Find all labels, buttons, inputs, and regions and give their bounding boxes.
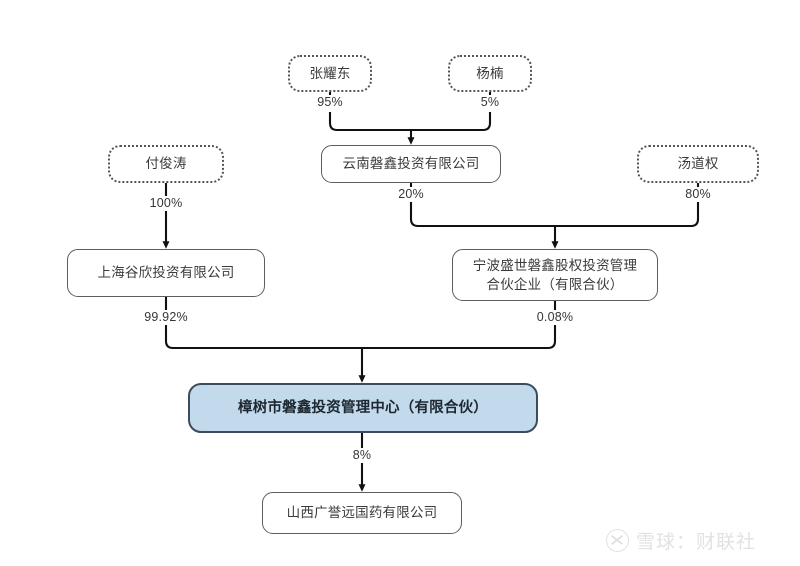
node-label: 樟树市磐鑫投资管理中心（有限合伙） xyxy=(238,399,488,416)
xueqiu-logo-icon xyxy=(606,529,629,552)
node-label: 山西广誉远国药有限公司 xyxy=(286,505,438,521)
node-yunnan-panxin[interactable]: 云南磐鑫投资有限公司 xyxy=(321,145,501,183)
node-label: 汤道权 xyxy=(677,156,719,172)
edge-bracket-row1 xyxy=(328,112,492,132)
percent-label-yang-to-yunnan: 5% xyxy=(478,95,502,109)
node-zhang-yaodong[interactable]: 张耀东 xyxy=(288,55,372,92)
node-shanghai-guxin[interactable]: 上海谷欣投资有限公司 xyxy=(67,249,265,297)
edge-bracket-row3 xyxy=(164,325,557,350)
node-tang-daoquan[interactable]: 汤道权 xyxy=(637,145,759,183)
node-label: 上海谷欣投资有限公司 xyxy=(97,265,235,281)
node-label: 张耀东 xyxy=(309,65,351,81)
percent-label-zhangshu-to-shanxi: 8% xyxy=(350,448,374,462)
node-label: 杨楠 xyxy=(476,65,504,81)
node-yang-nan[interactable]: 杨楠 xyxy=(448,55,532,92)
percent-label-ningbo-to-zhangshu: 0.08% xyxy=(534,310,576,324)
node-label: 云南磐鑫投资有限公司 xyxy=(342,156,480,172)
node-label: 付俊涛 xyxy=(145,156,187,172)
percent-label-yunnan-to-ningbo: 20% xyxy=(396,187,426,201)
node-ningbo-shengshi-panxin[interactable]: 宁波盛世磐鑫股权投资管理 合伙企业（有限合伙） xyxy=(452,249,658,301)
watermark-text: 雪球：财联社 xyxy=(636,532,757,553)
edge-bracket-row2 xyxy=(409,202,700,228)
percent-label-shanghai-to-zhangshu: 99.92% xyxy=(142,310,190,324)
percent-label-tang-to-ningbo: 80% xyxy=(683,187,713,201)
percent-label-zhang-to-yunnan: 95% xyxy=(315,95,345,109)
node-shanxi-guangyuyuan[interactable]: 山西广誉远国药有限公司 xyxy=(262,492,462,534)
node-fu-juntao[interactable]: 付俊涛 xyxy=(108,145,224,183)
node-zhangshu-panxin[interactable]: 樟树市磐鑫投资管理中心（有限合伙） xyxy=(188,383,538,433)
watermark: 雪球：财联社 xyxy=(606,527,756,554)
percent-label-fu-to-shanghai: 100% xyxy=(147,196,185,210)
node-label: 宁波盛世磐鑫股权投资管理 合伙企业（有限合伙） xyxy=(472,257,638,292)
